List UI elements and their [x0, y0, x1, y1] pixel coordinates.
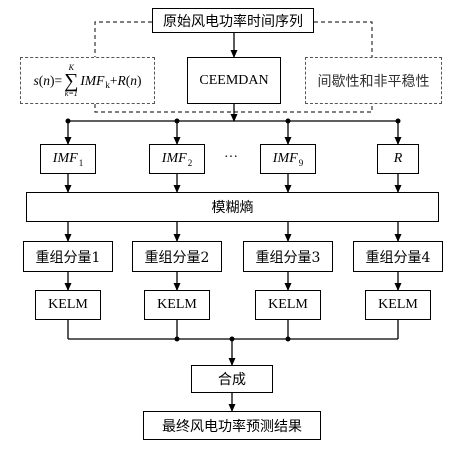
combine-box: 合成: [191, 365, 273, 393]
kelm-drops: [67, 320, 399, 339]
arrows-to-recombined: [64, 222, 402, 242]
kelm-label-2: KELM: [157, 297, 197, 312]
kelm-box-1: KELM: [35, 290, 101, 320]
final-result-box: 最终风电功率预测结果: [143, 411, 321, 440]
arrows-to-fuzzy: [64, 174, 402, 193]
imf-2-base: IMF: [161, 151, 187, 166]
recombined-label-1: 重组分量1: [35, 249, 101, 266]
kelm-box-3: KELM: [255, 290, 321, 320]
arrows-to-kelm: [64, 272, 402, 291]
dashed-links: [94, 21, 373, 113]
sum-lower: k=1: [64, 88, 78, 98]
formula-imf: IMF: [80, 72, 105, 88]
combine-label: 合成: [218, 372, 246, 388]
kelm-label-1: KELM: [48, 297, 88, 312]
kelm-label-4: KELM: [378, 297, 418, 312]
kelm-label-3: KELM: [268, 297, 308, 312]
imf-9-base: IMF: [272, 151, 298, 166]
formula-imf-sub: k: [105, 79, 110, 90]
imf-2-sub: 2: [187, 158, 193, 168]
recombined-label-2: 重组分量2: [144, 249, 210, 266]
final-result-label: 最终风电功率预测结果: [162, 418, 302, 435]
sum-symbol: K ∑ k=1: [64, 62, 79, 98]
recombined-box-3: 重组分量3: [243, 241, 333, 272]
recombined-box-4: 重组分量4: [353, 241, 443, 272]
ellipsis: ···: [224, 150, 238, 165]
recombined-label-4: 重组分量4: [365, 249, 431, 266]
recombined-label-3: 重组分量3: [255, 249, 321, 266]
source-series-label: 原始风电功率时间序列: [163, 13, 303, 30]
formula-r: R: [117, 72, 126, 88]
ceemdan-box: CEEMDAN: [187, 57, 281, 104]
property-label: 间歇性和非平稳性: [317, 73, 430, 90]
kelm-box-2: KELM: [144, 290, 210, 320]
recombined-box-2: 重组分量2: [132, 241, 222, 272]
source-series-box: 原始风电功率时间序列: [152, 8, 314, 33]
property-box: 间歇性和非平稳性: [305, 57, 442, 104]
imf-1-base: IMF: [52, 151, 78, 166]
residual-box: R: [377, 144, 419, 174]
formula-s: s: [33, 72, 39, 88]
arrows-to-imf: [64, 121, 402, 145]
imf-1-sub: 1: [78, 158, 84, 168]
fuzzy-entropy-box: 模糊熵: [26, 192, 439, 222]
residual-label: R: [393, 151, 403, 166]
formula-n: n: [43, 72, 50, 88]
ceemdan-label: CEEMDAN: [199, 72, 269, 88]
merge-junctions: [174, 336, 291, 342]
sum-upper: K: [68, 62, 74, 72]
imf-9-sub: 9: [298, 158, 304, 168]
formula-n2: n: [130, 72, 137, 88]
fuzzy-entropy-label: 模糊熵: [211, 200, 254, 216]
kelm-box-4: KELM: [365, 290, 431, 320]
recombined-box-1: 重组分量1: [23, 241, 113, 272]
